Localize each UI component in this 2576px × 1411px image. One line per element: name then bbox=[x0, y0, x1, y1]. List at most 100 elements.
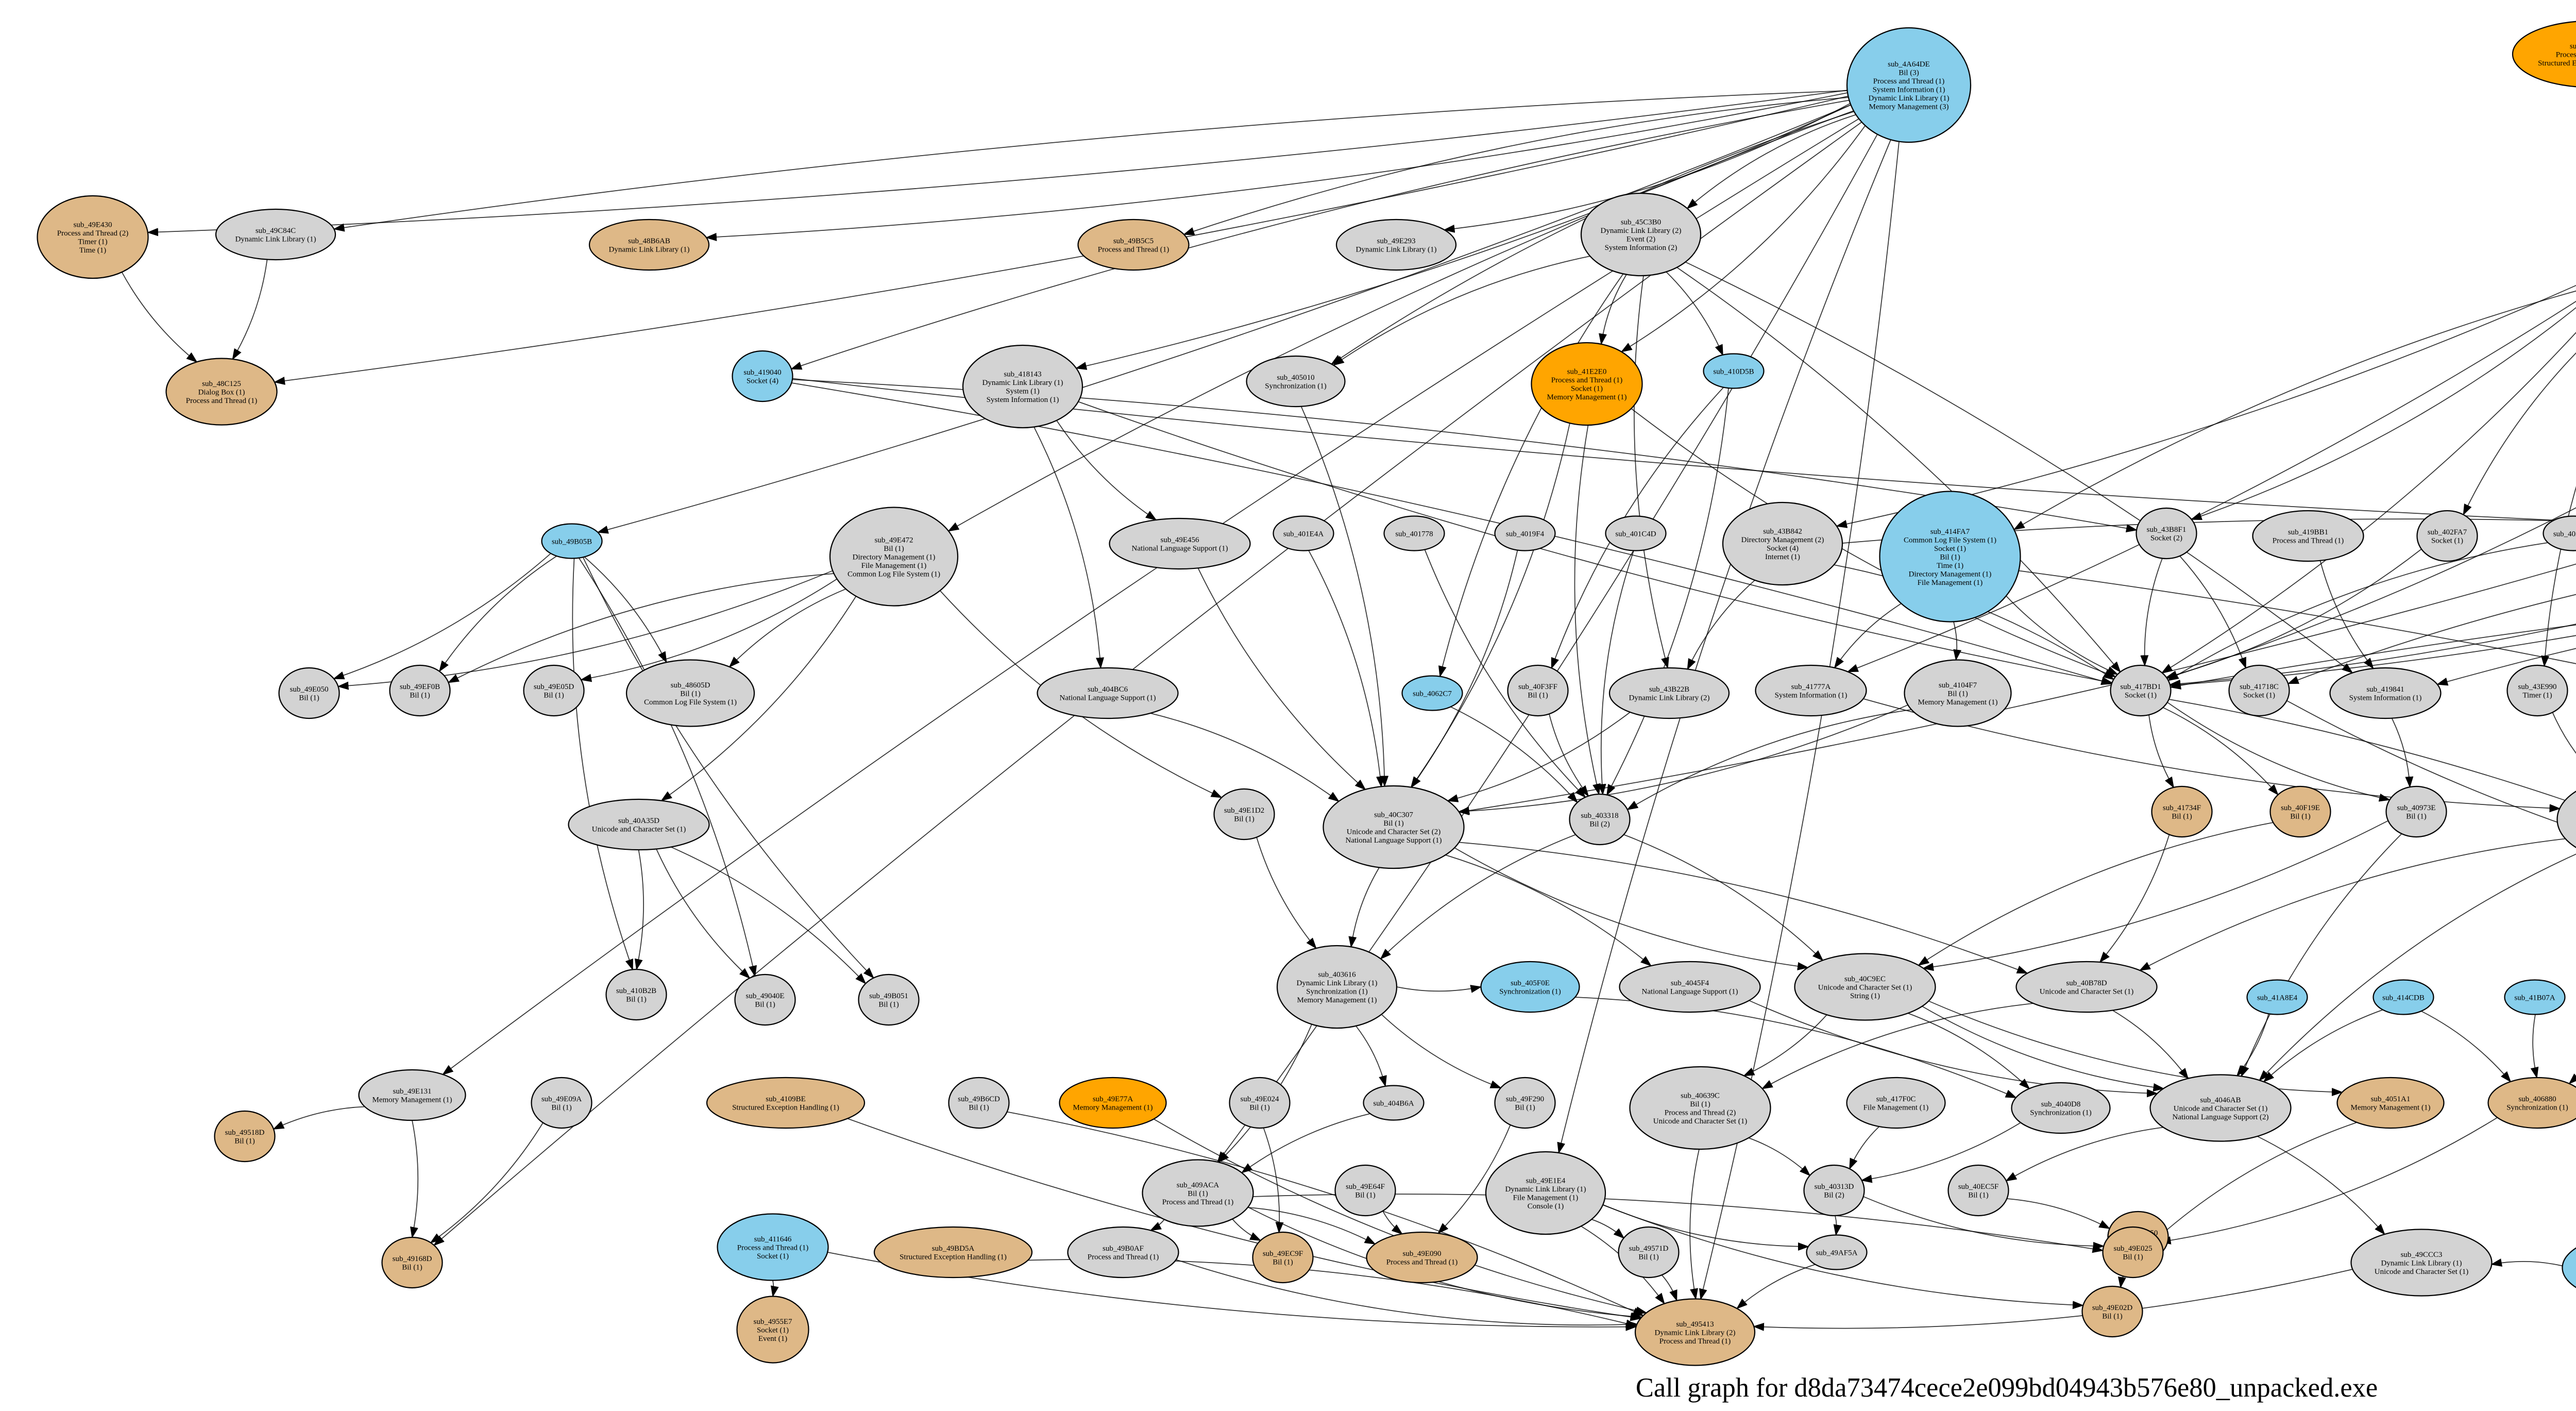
graph-edge bbox=[2263, 1009, 2383, 1083]
graph-edge bbox=[1033, 427, 1105, 669]
graph-edge bbox=[1863, 1196, 2105, 1250]
graph-edge bbox=[273, 1106, 365, 1130]
graph-edge bbox=[1176, 1259, 1638, 1329]
node-ellipse bbox=[1401, 675, 1463, 711]
node-ellipse bbox=[541, 523, 603, 559]
graph-edge bbox=[2166, 507, 2576, 679]
graph-edge bbox=[2287, 594, 2576, 684]
graph-edge bbox=[2007, 1198, 2111, 1229]
graph-edge bbox=[1300, 406, 1389, 787]
graph-edge bbox=[1834, 603, 1902, 669]
graph-edge bbox=[147, 90, 1848, 237]
node-ellipse bbox=[706, 1077, 866, 1129]
node-ellipse bbox=[2136, 507, 2197, 560]
graph-edge bbox=[1197, 568, 1366, 791]
graph-edge bbox=[1599, 274, 1627, 345]
node-ellipse bbox=[358, 1069, 466, 1121]
graph-edge bbox=[1606, 388, 1729, 796]
graph-node-sub_41B07A: sub_41B07A bbox=[2504, 979, 2566, 1015]
node-ellipse bbox=[829, 507, 959, 607]
graph-edge bbox=[634, 849, 644, 970]
node-ellipse bbox=[2151, 785, 2213, 838]
graph-edge bbox=[1953, 621, 1962, 661]
node-ellipse bbox=[1323, 785, 1465, 869]
graph-edge bbox=[447, 573, 834, 683]
node-ellipse bbox=[605, 968, 667, 1021]
graph-edge bbox=[2013, 290, 2576, 530]
node-ellipse bbox=[1904, 659, 2012, 727]
node-ellipse bbox=[2385, 785, 2447, 838]
node-ellipse bbox=[568, 798, 710, 851]
graph-edge bbox=[1454, 847, 1809, 970]
graph-edge bbox=[2490, 1258, 2563, 1267]
node-ellipse bbox=[523, 664, 585, 717]
graph-edge bbox=[1689, 1149, 1700, 1300]
graph-edge bbox=[1450, 706, 1578, 803]
graph-edge bbox=[847, 1118, 1642, 1321]
node-ellipse bbox=[1273, 515, 1334, 551]
graph-edge bbox=[1676, 267, 2121, 673]
graph-edge bbox=[2436, 648, 2576, 686]
graph-edge bbox=[1685, 261, 2353, 674]
graph-edge bbox=[1846, 300, 2576, 673]
node-ellipse bbox=[1846, 1077, 1946, 1129]
node-ellipse bbox=[2011, 1082, 2111, 1134]
graph-edge bbox=[2170, 624, 2576, 690]
graph-edge bbox=[1849, 1126, 1880, 1170]
graph-edge bbox=[1154, 1118, 1648, 1315]
graph-edge bbox=[1411, 550, 1518, 788]
graph-edge bbox=[1078, 401, 2113, 685]
node-ellipse bbox=[588, 219, 710, 271]
node-ellipse bbox=[278, 667, 340, 719]
graph-node-sub_49F8D4: sub_49F8D4Dialog Box (1)Unicode and Char… bbox=[2562, 1247, 2576, 1288]
graph-node-sub_49AF5A: sub_49AF5A bbox=[1806, 1234, 1868, 1270]
graph-edge bbox=[2168, 699, 2576, 805]
node-ellipse bbox=[1485, 1151, 1606, 1235]
node-ellipse bbox=[1618, 1226, 1680, 1279]
graph-edge bbox=[1598, 550, 1634, 796]
node-ellipse bbox=[1494, 1077, 1556, 1129]
node-ellipse bbox=[37, 195, 149, 279]
node-ellipse bbox=[1480, 961, 1580, 1013]
node-ellipse bbox=[2372, 979, 2434, 1015]
graph-edge bbox=[790, 99, 1850, 370]
graph-edge bbox=[1381, 1014, 1502, 1088]
graph-edge bbox=[2179, 556, 2246, 669]
graph-edge bbox=[2112, 1010, 2189, 1080]
node-ellipse bbox=[2329, 667, 2442, 719]
node-ellipse bbox=[1803, 1164, 1865, 1217]
graph-edge bbox=[2391, 718, 2414, 788]
graph-edge bbox=[2541, 485, 2576, 667]
node-ellipse bbox=[2487, 1077, 2576, 1129]
node-ellipse bbox=[2416, 510, 2478, 562]
graph-edge bbox=[1396, 985, 1482, 993]
node-ellipse bbox=[165, 358, 278, 426]
node-ellipse bbox=[1334, 1164, 1396, 1217]
graph-edge bbox=[2005, 1127, 2164, 1182]
